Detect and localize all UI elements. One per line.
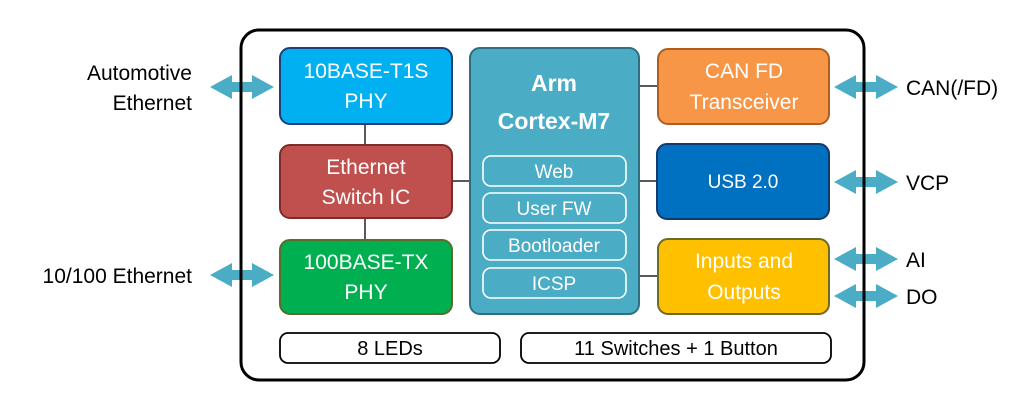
can-line1: CAN FD bbox=[705, 60, 783, 83]
io-line2: Outputs bbox=[707, 281, 781, 304]
cpu-module-icsp bbox=[482, 267, 627, 299]
phy-t1s-line2: PHY bbox=[344, 90, 387, 113]
switches-label: 11 Switches + 1 Button bbox=[574, 338, 778, 360]
cpu-module-user-fw bbox=[482, 192, 627, 224]
usb-block: USB 2.0 bbox=[656, 143, 830, 220]
leds-label: 8 LEDs bbox=[357, 338, 423, 360]
switch-line2: Switch IC bbox=[322, 186, 411, 209]
phy-t1s-line1: 10BASE-T1S bbox=[304, 60, 429, 83]
vcp-label: VCP bbox=[906, 172, 949, 195]
cpu-module-web-label: Web bbox=[535, 162, 574, 183]
ai-label: AI bbox=[906, 249, 926, 272]
io-block: Inputs and Outputs bbox=[657, 238, 830, 315]
cpu-module-icsp-label: ICSP bbox=[532, 274, 576, 295]
can-line2: Transceiver bbox=[690, 91, 799, 114]
cpu-line1: Arm bbox=[531, 70, 577, 96]
can-fd-transceiver-block: CAN FD Transceiver bbox=[657, 48, 830, 125]
usb-label: USB 2.0 bbox=[708, 172, 779, 193]
phy-10base-t1s-block: 10BASE-T1S PHY bbox=[279, 47, 453, 125]
phy-tx-line1: 100BASE-TX bbox=[304, 251, 429, 274]
io-line1: Inputs and bbox=[695, 250, 793, 273]
phy-tx-line2: PHY bbox=[344, 281, 387, 304]
ethernet-switch-block: Ethernet Switch IC bbox=[279, 144, 453, 219]
do-label: DO bbox=[906, 286, 938, 309]
cpu-block: Arm Cortex-M7 Web User FW Bootloader ICS… bbox=[469, 47, 640, 315]
ethernet-10-100-label: 10/100 Ethernet bbox=[43, 265, 193, 288]
phy-100base-tx-block: 100BASE-TX PHY bbox=[279, 239, 453, 315]
cpu-module-web bbox=[482, 155, 627, 187]
automotive-ethernet-label-line1: Automotive bbox=[87, 62, 192, 85]
cpu-module-bootloader bbox=[482, 229, 627, 261]
switch-line1: Ethernet bbox=[326, 156, 406, 179]
cpu-module-user-fw-label: User FW bbox=[517, 199, 592, 220]
switches-bar: 11 Switches + 1 Button bbox=[520, 332, 832, 364]
cpu-line2: Cortex-M7 bbox=[498, 108, 610, 134]
leds-bar: 8 LEDs bbox=[279, 332, 501, 364]
can-label: CAN(/FD) bbox=[906, 77, 998, 100]
cpu-module-bootloader-label: Bootloader bbox=[508, 236, 601, 257]
connector-lines bbox=[364, 85, 658, 277]
automotive-ethernet-label-line2: Ethernet bbox=[113, 92, 193, 115]
